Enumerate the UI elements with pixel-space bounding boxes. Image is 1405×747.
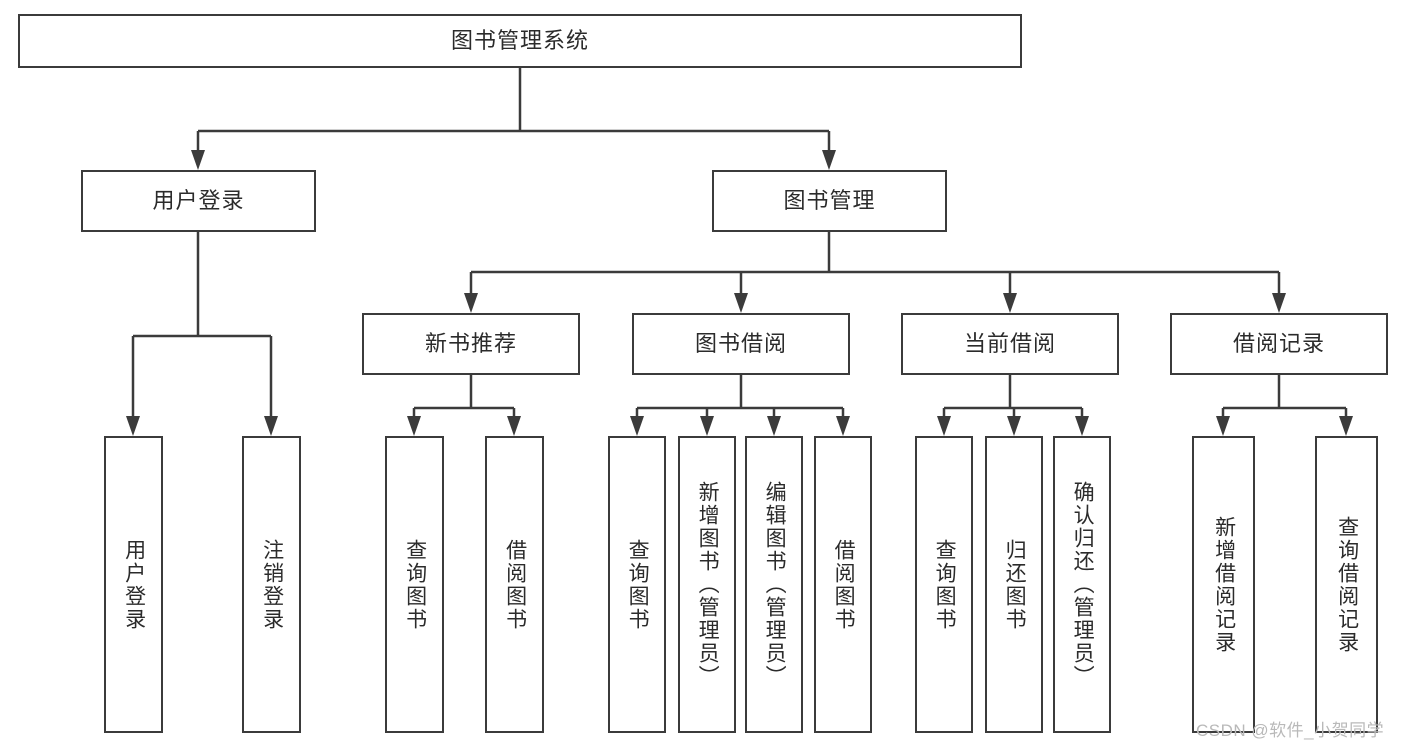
node-label: 新书推荐	[424, 330, 517, 356]
node-f_rec_add[interactable]: 新增借阅记录	[1192, 436, 1255, 733]
arrowhead-f_bw_borrow	[836, 416, 850, 436]
node-f_cur_query[interactable]: 查询图书	[915, 436, 973, 733]
arrowhead-current	[1003, 293, 1017, 313]
arrowhead-f_cur_query	[937, 416, 951, 436]
node-f_bw_borrow[interactable]: 借阅图书	[814, 436, 872, 733]
node-login[interactable]: 用户登录	[81, 170, 316, 232]
arrowhead-f_cur_return	[1007, 416, 1021, 436]
node-root[interactable]: 图书管理系统	[18, 14, 1022, 68]
node-label: 借阅图书	[832, 538, 856, 631]
node-label: 新增借阅记录	[1212, 515, 1236, 654]
node-f_login[interactable]: 用户登录	[104, 436, 163, 733]
node-f_nb_borrow[interactable]: 借阅图书	[485, 436, 544, 733]
watermark-text: CSDN @软件_小贺同学	[1196, 721, 1385, 740]
arrowhead-f_nb_query	[407, 416, 421, 436]
arrowhead-newbook	[464, 293, 478, 313]
arrowhead-f_cur_confirm	[1075, 416, 1089, 436]
arrowhead-f_login	[126, 416, 140, 436]
node-f_nb_query[interactable]: 查询图书	[385, 436, 444, 733]
node-label: 查询图书	[933, 538, 957, 631]
node-label: 图书借阅	[694, 330, 787, 356]
node-records[interactable]: 借阅记录	[1170, 313, 1388, 375]
node-current[interactable]: 当前借阅	[901, 313, 1119, 375]
node-label: 查询图书	[403, 538, 427, 631]
arrowhead-f_bw_edit	[767, 416, 781, 436]
node-label: 注销登录	[260, 538, 284, 631]
node-label: 新增图书（管理员）	[696, 481, 720, 688]
node-label: 查询图书	[626, 538, 650, 631]
node-bookmgmt[interactable]: 图书管理	[712, 170, 947, 232]
node-f_logout[interactable]: 注销登录	[242, 436, 301, 733]
arrowhead-f_nb_borrow	[507, 416, 521, 436]
arrowhead-f_bw_add	[700, 416, 714, 436]
node-label: 查询借阅记录	[1335, 515, 1359, 654]
arrowhead-f_rec_add	[1216, 416, 1230, 436]
node-f_bw_edit[interactable]: 编辑图书（管理员）	[745, 436, 803, 733]
arrowhead-f_bw_query	[630, 416, 644, 436]
node-label: 确认归还（管理员）	[1071, 481, 1095, 688]
node-label: 编辑图书（管理员）	[763, 481, 787, 688]
node-label: 归还图书	[1003, 538, 1027, 631]
node-label: 借阅图书	[503, 538, 527, 631]
node-label: 借阅记录	[1232, 330, 1325, 356]
node-f_bw_query[interactable]: 查询图书	[608, 436, 666, 733]
arrowhead-f_logout	[264, 416, 278, 436]
node-label: 用户登录	[152, 187, 245, 213]
arrowhead-records	[1272, 293, 1286, 313]
node-f_rec_query[interactable]: 查询借阅记录	[1315, 436, 1378, 733]
node-label: 用户登录	[122, 538, 146, 631]
node-f_cur_return[interactable]: 归还图书	[985, 436, 1043, 733]
arrowhead-f_rec_query	[1339, 416, 1353, 436]
node-label: 当前借阅	[963, 330, 1056, 356]
node-newbook[interactable]: 新书推荐	[362, 313, 580, 375]
node-f_bw_add[interactable]: 新增图书（管理员）	[678, 436, 736, 733]
arrowhead-login	[191, 150, 205, 170]
arrowhead-bookmgmt	[822, 150, 836, 170]
node-label: 图书管理	[783, 187, 876, 213]
arrowhead-borrow	[734, 293, 748, 313]
node-label: 图书管理系统	[450, 27, 589, 53]
node-f_cur_confirm[interactable]: 确认归还（管理员）	[1053, 436, 1111, 733]
node-borrow[interactable]: 图书借阅	[632, 313, 850, 375]
